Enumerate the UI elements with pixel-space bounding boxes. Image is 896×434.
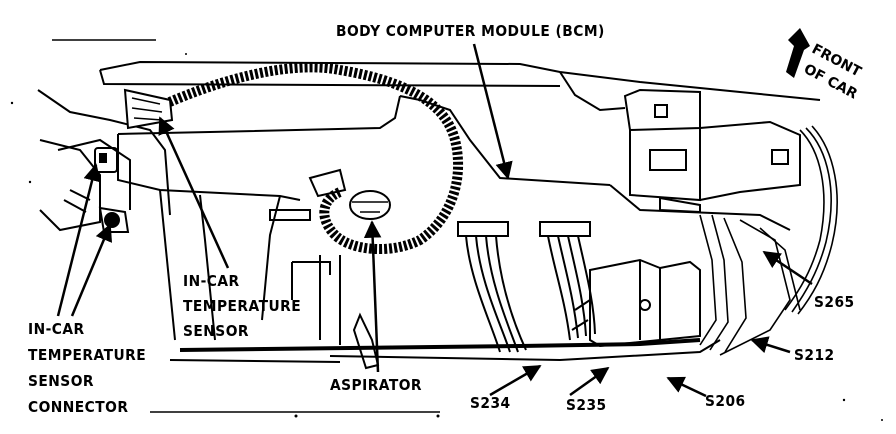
s235-label: S235 bbox=[566, 396, 607, 414]
s234-label: S234 bbox=[470, 394, 511, 412]
right-harness bbox=[699, 125, 838, 356]
sensor-label-line1: IN-CAR bbox=[183, 272, 240, 290]
sensor-label-line2: TEMPERATURE bbox=[183, 297, 302, 315]
leader-arrows bbox=[56, 43, 813, 398]
s265-label: S265 bbox=[814, 293, 855, 311]
s212-label: S212 bbox=[794, 346, 835, 364]
bcm-label: BODY COMPUTER MODULE (BCM) bbox=[336, 22, 605, 40]
connector-label-line4: CONNECTOR bbox=[28, 398, 129, 416]
aspirator-label: ASPIRATOR bbox=[330, 376, 423, 394]
sensor-label-line3: SENSOR bbox=[183, 322, 249, 340]
connector-label-line1: IN-CAR bbox=[28, 320, 85, 338]
center-connectors bbox=[352, 221, 701, 370]
connector-label-line2: TEMPERATURE bbox=[28, 346, 147, 364]
bcm-module bbox=[609, 88, 801, 231]
front-arrow-icon bbox=[786, 28, 810, 78]
decor-lines bbox=[52, 39, 440, 413]
specks bbox=[10, 53, 883, 421]
s206-label: S206 bbox=[705, 392, 746, 410]
aspirator-assembly bbox=[123, 62, 464, 255]
dash-panel bbox=[99, 60, 821, 345]
bottom-harness bbox=[169, 338, 721, 363]
connector-label-line3: SENSOR bbox=[28, 372, 94, 390]
